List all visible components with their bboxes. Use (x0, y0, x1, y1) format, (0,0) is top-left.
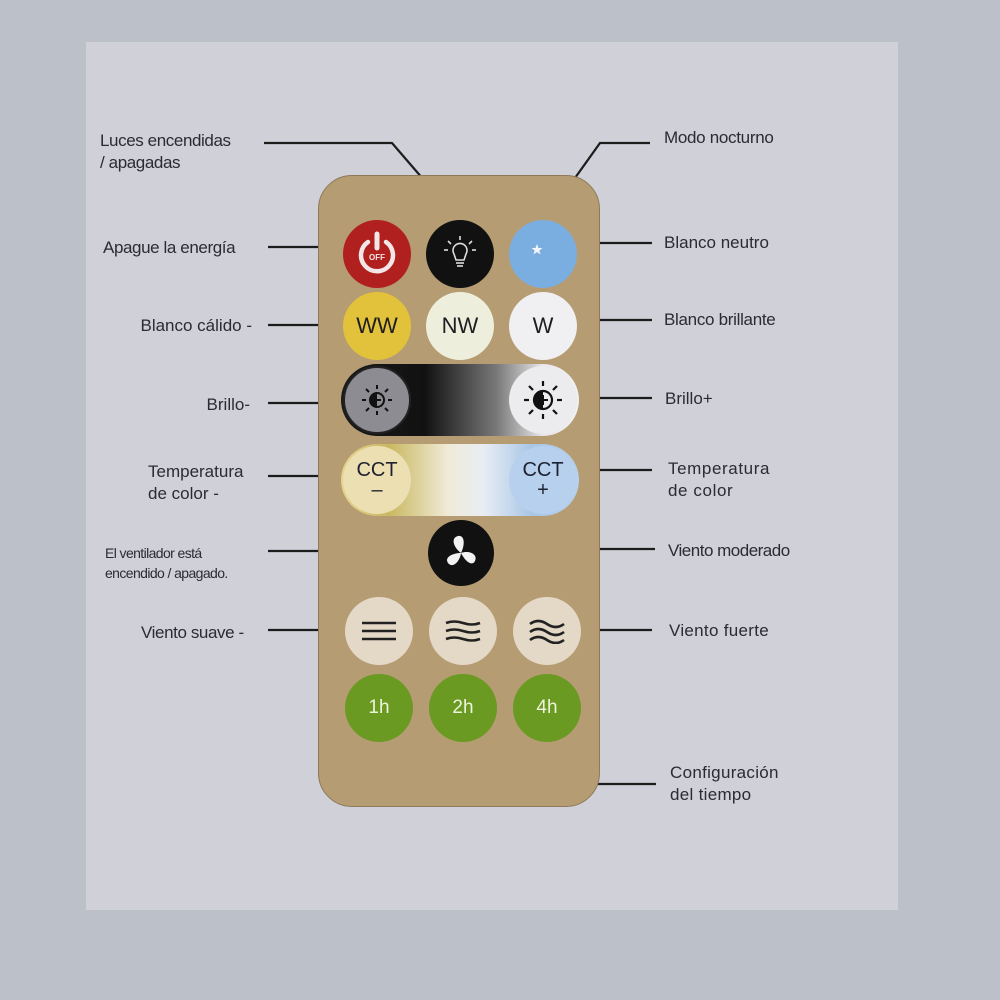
timer-4h-button[interactable]: 4h (513, 674, 581, 742)
label-bright-white: Blanco brillante (664, 310, 776, 329)
label-brightness-down: Brillo- (206, 395, 250, 414)
label-wind-moderate: Viento moderado (668, 541, 790, 560)
fan-toggle-button[interactable] (428, 520, 494, 586)
ww-label: WW (356, 313, 398, 338)
wind-moderate-icon (445, 620, 481, 642)
wind-soft-icon (362, 621, 396, 641)
power-icon: OFF (358, 231, 396, 274)
label-neutral-white: Blanco neutro (664, 233, 769, 252)
nw-label: NW (441, 313, 479, 338)
brightness-down-button[interactable] (343, 366, 411, 434)
bright-white-button[interactable]: W (509, 292, 577, 360)
timer-2h-label: 2h (452, 697, 474, 718)
brightness-down-icon (362, 385, 392, 415)
minus-icon: – (371, 479, 383, 501)
night-mode-button[interactable] (509, 220, 577, 288)
remote-control-body: OFF WW NW W (318, 175, 600, 807)
fan-icon (447, 535, 476, 566)
svg-text:OFF: OFF (369, 253, 385, 262)
power-off-button[interactable]: OFF (343, 220, 411, 288)
timer-4h-label: 4h (536, 697, 558, 718)
timer-2h-button[interactable]: 2h (429, 674, 497, 742)
wind-moderate-button[interactable] (429, 597, 497, 665)
w-label: W (532, 313, 554, 338)
warm-white-button[interactable]: WW (343, 292, 411, 360)
wind-strong-icon (529, 619, 565, 644)
label-cct-down: Temperatura de color - (148, 462, 244, 503)
label-power-off: Apague la energía (103, 238, 236, 257)
label-timer-setting: Configuración del tiempo (670, 763, 779, 804)
timer-1h-button[interactable]: 1h (345, 674, 413, 742)
label-lights-on-off: Luces encendidas / apagadas (100, 131, 231, 172)
plus-icon: + (537, 479, 549, 501)
wind-soft-button[interactable] (345, 597, 413, 665)
brightness-up-icon (524, 381, 562, 419)
label-wind-soft: Viento suave - (141, 623, 244, 642)
cct-minus-label: CCT (356, 459, 398, 481)
light-bulb-icon (444, 236, 476, 267)
moon-star-icon (527, 238, 556, 267)
brightness-up-button[interactable] (509, 366, 577, 434)
brightness-slider[interactable] (341, 364, 579, 436)
cct-down-button[interactable]: CCT – (343, 446, 411, 514)
label-night-mode: Modo nocturno (664, 128, 774, 147)
label-warm-white: Blanco cálido - (140, 316, 252, 335)
wind-strong-button[interactable] (513, 597, 581, 665)
neutral-white-button[interactable]: NW (426, 292, 494, 360)
label-brightness-up: Brillo+ (665, 389, 713, 408)
light-toggle-button[interactable] (426, 220, 494, 288)
label-wind-strong: Viento fuerte (669, 621, 769, 640)
cct-plus-label: CCT (522, 459, 564, 481)
label-cct-up: Temperatura de color (668, 459, 771, 500)
cct-up-button[interactable]: CCT + (509, 446, 577, 514)
color-temperature-slider[interactable]: CCT – CCT + (341, 444, 579, 516)
label-fan-on-off: El ventilador está encendido / apagado. (105, 545, 228, 581)
timer-1h-label: 1h (368, 697, 390, 718)
